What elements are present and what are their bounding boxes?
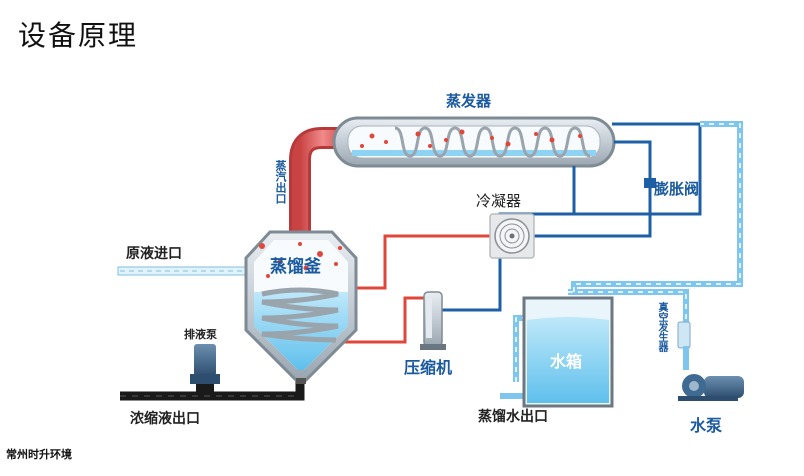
refrigerant-hot-pipe <box>338 234 492 344</box>
evaporator <box>332 116 616 168</box>
water-tank-label: 水箱 <box>550 352 583 371</box>
raw-inlet-label: 原液进口 <box>126 246 182 262</box>
water-tank <box>522 296 614 408</box>
condenser-label: 冷凝器 <box>476 192 522 210</box>
compressor-label: 压缩机 <box>404 358 453 377</box>
vacuum-generator-label: 真空发生器 <box>656 302 667 352</box>
steam-pipe <box>289 127 346 232</box>
distillate-outlet-label: 蒸馏水出口 <box>478 409 548 425</box>
expansion-valve-label: 膨胀阀 <box>654 180 700 198</box>
drain-pump-label: 排液泵 <box>184 328 217 341</box>
concentrate-outlet-label: 浓缩液出口 <box>130 411 200 427</box>
condenser-fan <box>489 213 535 259</box>
evaporator-label: 蒸发器 <box>446 92 492 110</box>
distill-kettle-label: 蒸馏釜 <box>270 257 321 277</box>
vacuum-generator <box>677 321 691 349</box>
water-pump-label: 水泵 <box>690 416 723 435</box>
drain-pump <box>190 344 220 392</box>
page-title: 设备原理 <box>18 19 139 52</box>
distill-kettle <box>244 230 358 384</box>
raw-inlet-pipe <box>117 266 247 276</box>
footer-brand: 常州时升环境 <box>6 448 72 461</box>
steam-outlet-label: 蒸汽出口 <box>274 160 287 204</box>
refrigerant-cold-pipe <box>442 122 702 312</box>
water-pump <box>678 346 744 401</box>
compressor <box>420 291 446 350</box>
